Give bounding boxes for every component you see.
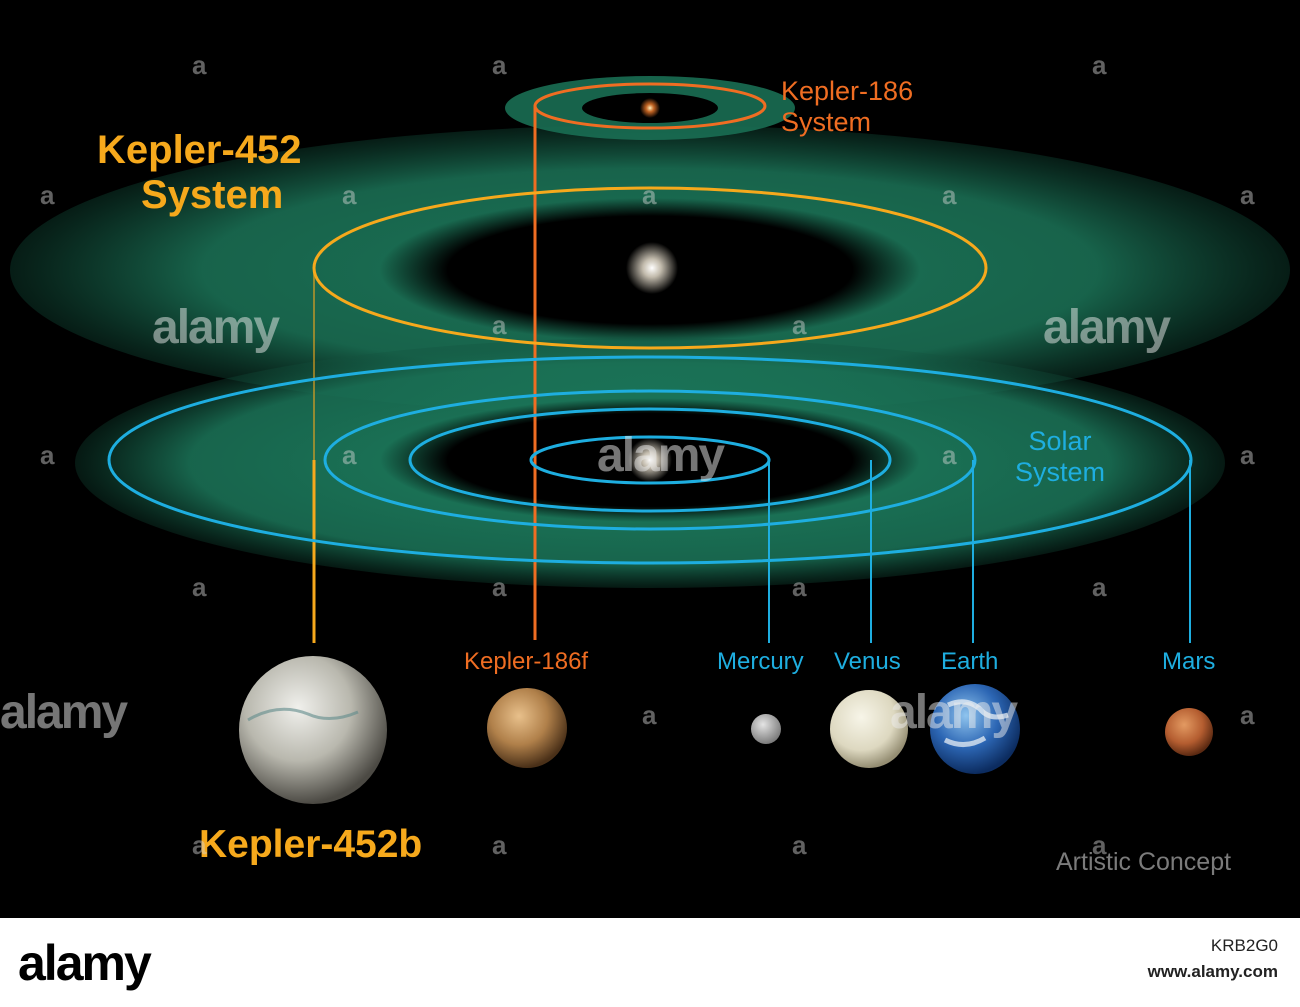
- watermark-mark: a: [1240, 700, 1255, 730]
- watermark-text: alamy: [0, 686, 128, 739]
- watermark-mark: a: [1092, 572, 1107, 602]
- kepler-452b-label: Kepler-452b: [199, 823, 423, 866]
- watermark-mark: a: [192, 50, 207, 80]
- kepler-452-label-line2: System: [141, 173, 284, 217]
- mercury-label: Mercury: [717, 648, 804, 675]
- watermark-mark: a: [492, 572, 507, 602]
- kepler-186f-planet: [487, 688, 567, 768]
- watermark-mark: a: [492, 310, 507, 340]
- artistic-concept-caption: Artistic Concept: [1056, 848, 1232, 876]
- earth-clouds: [943, 699, 1009, 747]
- watermark-mark: a: [1092, 830, 1107, 860]
- earth-label: Earth: [941, 648, 999, 675]
- alamy-logo: alamy: [18, 935, 152, 991]
- watermark-mark: a: [1240, 180, 1255, 210]
- venus-label: Venus: [834, 648, 901, 675]
- watermark-text: alamy: [597, 429, 725, 482]
- watermark-text: alamy: [1043, 301, 1171, 354]
- watermark-mark: a: [492, 50, 507, 80]
- solar-label-line2: System: [1015, 457, 1106, 487]
- watermark-mark: a: [642, 700, 657, 730]
- solar-system-label: Solar System: [1015, 426, 1105, 488]
- watermark-mark: a: [40, 180, 55, 210]
- watermark-text: alamy: [890, 686, 1018, 739]
- kepler-186-system-label: Kepler-186 System: [781, 76, 913, 138]
- kepler-186-star: [640, 98, 660, 118]
- venus-orbit: [408, 407, 892, 513]
- watermark-mark: a: [642, 180, 657, 210]
- watermark-mark: a: [792, 830, 807, 860]
- kepler-186-label-line2: System: [781, 107, 872, 137]
- earth-orbit: [323, 389, 977, 531]
- watermark-mark: a: [1092, 50, 1107, 80]
- sun-star: [628, 438, 672, 482]
- mercury-planet: [751, 714, 781, 744]
- watermark-mark: a: [792, 572, 807, 602]
- mars-label: Mars: [1162, 648, 1216, 675]
- earth-planet: [930, 684, 1020, 774]
- watermark-mark: a: [342, 440, 357, 470]
- kepler-452-label-line1: Kepler-452: [97, 128, 302, 172]
- kepler-186-label-line1: Kepler-186: [781, 76, 914, 106]
- image-id: KRB2G0: [1210, 936, 1278, 955]
- kepler-452-star: [626, 242, 678, 294]
- watermark-mark: a: [192, 830, 207, 860]
- kepler-452-system-label: Kepler-452 System: [97, 128, 302, 218]
- kepler-186f-label: Kepler-186f: [464, 648, 589, 675]
- venus-planet: [830, 690, 908, 768]
- kepler-452b-planet: [239, 656, 387, 804]
- watermark-mark: a: [342, 180, 357, 210]
- watermark-mark: a: [942, 180, 957, 210]
- mars-planet: [1165, 708, 1213, 756]
- watermark-mark: a: [1240, 440, 1255, 470]
- watermark-mark: a: [40, 440, 55, 470]
- site-url: www.alamy.com: [1147, 962, 1278, 981]
- watermark-mark: a: [492, 830, 507, 860]
- watermark-footer: alamy KRB2G0 www.alamy.com: [0, 918, 1300, 1007]
- watermark-mark: a: [942, 440, 957, 470]
- solar-label-line1: Solar: [1028, 426, 1092, 456]
- kepler-452b-surface-detail: [247, 707, 359, 722]
- watermark-mark: a: [792, 310, 807, 340]
- watermark-text: alamy: [152, 301, 280, 354]
- watermark-mark: a: [192, 572, 207, 602]
